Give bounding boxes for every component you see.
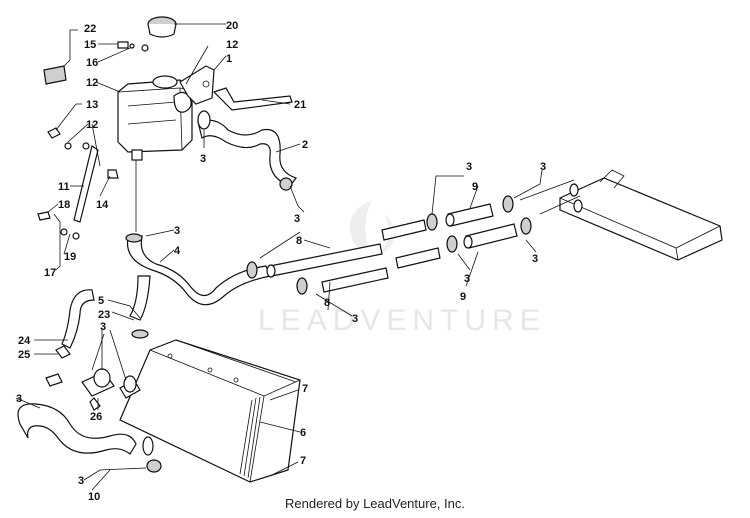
radiator xyxy=(119,339,301,483)
mount-bracket xyxy=(179,65,215,105)
footer-credit: Rendered by LeadVenture, Inc. xyxy=(285,496,465,511)
hose-clamps xyxy=(125,177,532,473)
callout-3-c: 3 xyxy=(174,225,180,237)
callout-16: 16 xyxy=(86,57,98,69)
callout-14: 14 xyxy=(96,199,109,211)
watermark-text: LEADVENTURE xyxy=(258,304,546,337)
callout-25: 25 xyxy=(18,349,30,361)
callout-15: 15 xyxy=(84,39,96,51)
callout-19: 19 xyxy=(64,251,76,263)
callout-3-h: 3 xyxy=(352,313,358,325)
reservoir-tank xyxy=(117,75,193,161)
callout-11: 11 xyxy=(58,181,70,193)
callout-9-b: 9 xyxy=(460,291,466,303)
callout-3-e: 3 xyxy=(540,161,546,173)
callout-23: 23 xyxy=(98,309,110,321)
watermark: LEADVENTURE xyxy=(258,200,546,337)
callout-21: 21 xyxy=(294,99,306,111)
callout-24: 24 xyxy=(18,335,31,347)
callout-1: 1 xyxy=(226,53,232,65)
hose-2 xyxy=(197,110,297,187)
callout-12-left: 12 xyxy=(86,77,98,89)
callout-3-j: 3 xyxy=(16,393,22,405)
callout-3-a: 3 xyxy=(200,153,206,165)
callout-8-b: 8 xyxy=(324,297,330,309)
callout-12-top: 12 xyxy=(226,39,238,51)
decal xyxy=(43,65,67,85)
callout-4: 4 xyxy=(174,245,181,257)
callout-17: 17 xyxy=(44,267,56,279)
leader-lines xyxy=(15,23,543,491)
callout-8-a: 8 xyxy=(296,235,302,247)
callout-6: 6 xyxy=(300,427,306,439)
callout-20: 20 xyxy=(226,20,238,32)
callout-3-d: 3 xyxy=(466,161,472,173)
drain-fitting xyxy=(55,345,71,359)
heat-exchanger xyxy=(519,169,723,261)
callout-3-f: 3 xyxy=(532,253,538,265)
hose-24 xyxy=(61,289,95,349)
callout-7-b: 7 xyxy=(300,455,306,467)
hose-10 xyxy=(17,403,154,456)
callout-10: 10 xyxy=(88,491,100,503)
callout-labels: 20 22 15 16 12 12 1 21 13 12 3 2 11 14 1… xyxy=(16,20,546,503)
callout-5: 5 xyxy=(98,295,104,307)
radiator-cap xyxy=(147,16,177,38)
tubes-8 xyxy=(266,219,441,293)
callout-3-g: 3 xyxy=(464,273,470,285)
hoses-9 xyxy=(445,203,518,249)
callout-26: 26 xyxy=(90,411,102,423)
callout-7-a: 7 xyxy=(302,383,308,395)
callout-3-i: 3 xyxy=(100,321,106,333)
mount-strap xyxy=(212,87,293,111)
support-rod xyxy=(73,145,99,223)
callout-22: 22 xyxy=(84,23,96,35)
callout-3-k: 3 xyxy=(78,475,84,487)
callout-9-a: 9 xyxy=(472,181,478,193)
callout-3-b: 3 xyxy=(294,213,300,225)
hardware-small xyxy=(37,41,149,240)
callout-13: 13 xyxy=(86,99,98,111)
callout-2: 2 xyxy=(302,139,308,151)
callout-18: 18 xyxy=(58,199,70,211)
lower-fittings xyxy=(45,368,141,411)
hose-4 xyxy=(126,235,271,321)
callout-12-mid: 12 xyxy=(86,119,98,131)
